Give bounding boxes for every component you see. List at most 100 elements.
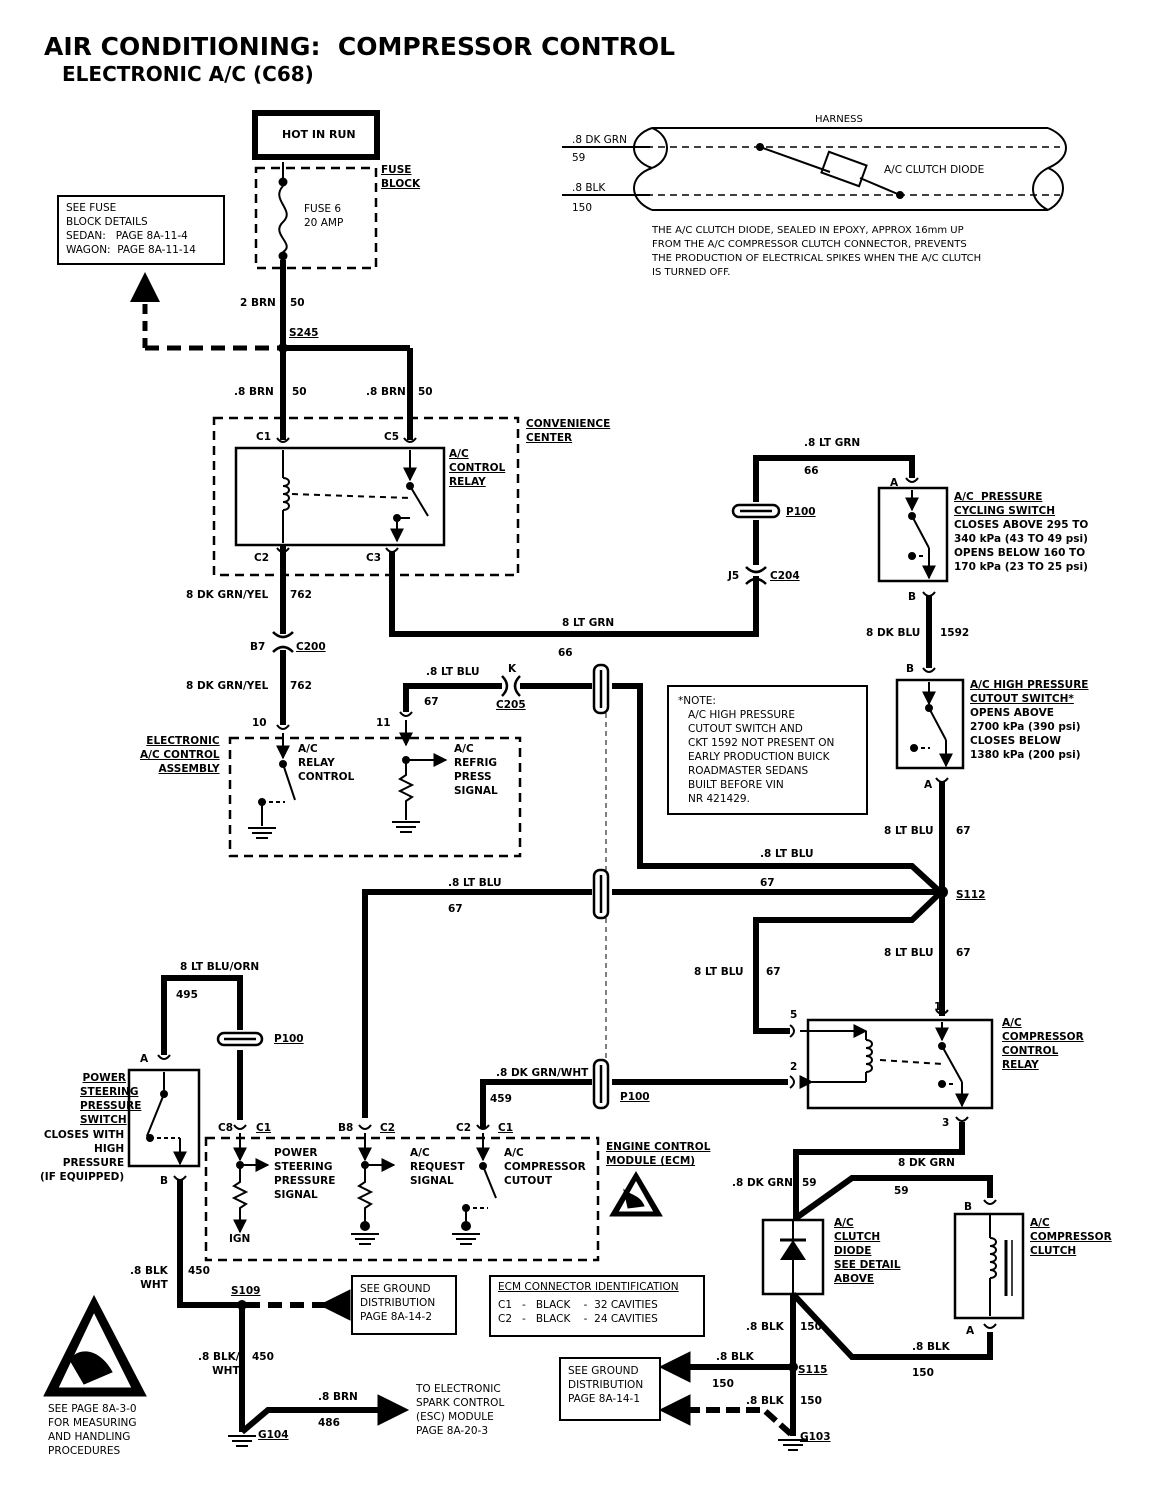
pressure-cycling-switch-internals [905, 477, 936, 597]
wire-c59b: 59 [894, 1185, 909, 1197]
ground-dist-arrows-right [658, 1351, 691, 1426]
c204-connector [745, 566, 767, 585]
g104-label: G104 [258, 1429, 289, 1441]
wire-ltblu-top: .8 LT BLU [426, 666, 480, 678]
pressure-cycling-label: A/C PRESSURE CYCLING SWITCH [954, 491, 1056, 517]
ign-label: IGN [229, 1233, 251, 1245]
wire-c150b: 150 [912, 1367, 934, 1379]
conn-pin2: 2 [790, 1061, 798, 1073]
wire-c66a: 66 [804, 465, 819, 477]
harness-wire2: .8 BLK [572, 182, 606, 194]
fuse-block-label: FUSE BLOCK [381, 164, 421, 190]
lt-blu-67-wires [362, 683, 945, 1118]
wire-c67-left: 67 [766, 966, 781, 978]
s115-splice [788, 1362, 798, 1372]
esd-triangle-small [609, 1171, 663, 1217]
note-box [667, 685, 868, 815]
conn-c1c: C1 [498, 1122, 514, 1134]
conn-c2c: C2 [456, 1122, 472, 1134]
wire-brn8a: .8 BRN [234, 386, 274, 398]
harness-detail [562, 127, 1067, 211]
conn-p100a: P100 [786, 506, 816, 518]
c200-connector [272, 631, 294, 653]
comp-cutout-label: A/C COMPRESSOR CUTOUT [504, 1147, 586, 1187]
wire-c67-r: 67 [956, 825, 971, 837]
esd-warning-large [43, 1294, 147, 1397]
high-pressure-switch-internals [910, 667, 953, 783]
wire-ltblu-s112: 8 LT BLU [884, 947, 934, 959]
conn-c2: C2 [254, 552, 270, 564]
wire-c150d: 150 [800, 1395, 822, 1407]
wire-dkgrnyel1: 8 DK GRN/YEL [186, 589, 269, 601]
pressure-cycling-switch-box [877, 486, 949, 583]
ac-control-relay-box [234, 446, 446, 547]
conn-b1: B [908, 591, 917, 603]
wire-ltgrn1: .8 LT GRN [804, 437, 861, 449]
wire-ltblu-mid: .8 LT BLU [760, 848, 814, 860]
conn-a3: A [140, 1053, 149, 1065]
fuse-6-label: FUSE 6 20 AMP [304, 203, 344, 229]
p100-vertical-connectors [592, 663, 610, 1110]
wire-ltblu-r: 8 LT BLU [884, 825, 934, 837]
convenience-center-label: CONVENIENCE CENTER [526, 418, 611, 444]
esc-text: TO ELECTRONIC SPARK CONTROL (ESC) MODULE… [416, 1383, 505, 1437]
ps-switch-label: POWER STEERING PRESSURE SWITCH [80, 1072, 142, 1126]
wire-ltbluorn: 8 LT BLU/ORN [180, 961, 260, 973]
wire-brn2: 2 BRN [240, 297, 276, 309]
wire-blkwht2: .8 BLK WHT [130, 1265, 168, 1291]
harness-label: HARNESS [815, 114, 863, 125]
brn-486-wire [240, 1407, 380, 1435]
ecm-id-title: ECM CONNECTOR IDENTIFICATION [498, 1281, 679, 1293]
wire-dkgrnyel2: 8 DK GRN/YEL [186, 680, 269, 692]
high-pressure-desc: OPENS ABOVE 2700 kPa (390 psi) CLOSES BE… [970, 707, 1081, 761]
blk-wht-450-wires [177, 1180, 330, 1432]
compressor-control-relay-internals [789, 1009, 969, 1122]
lt-blu-orn-495-wire [161, 975, 243, 1120]
conn-b8: B8 [338, 1122, 354, 1134]
conn-k: K [508, 663, 517, 675]
conn-c3: C3 [366, 552, 382, 564]
conn-b7: B7 [250, 641, 266, 653]
eacca-box [228, 736, 522, 858]
conn-pin11: 11 [376, 717, 391, 729]
conn-c8: C8 [218, 1122, 234, 1134]
wire-c50a: 50 [290, 297, 305, 309]
conn-pin3: 3 [942, 1117, 950, 1129]
wire-brn-bot: .8 BRN [318, 1391, 358, 1403]
s245-splice [278, 343, 288, 353]
comp-clutch-label: A/C COMPRESSOR CLUTCH [1030, 1217, 1112, 1257]
note-text: *NOTE: A/C HIGH PRESSURE CUTOUT SWITCH A… [678, 695, 835, 805]
eacca-label: ELECTRONIC A/C CONTROL ASSEMBLY [140, 735, 220, 775]
relay-control-label: A/C RELAY CONTROL [298, 743, 355, 783]
ps-switch-desc: CLOSES WITH HIGH PRESSURE (IF EQUIPPED) [40, 1129, 125, 1183]
s109-label: S109 [231, 1285, 261, 1297]
wire-c67-s112: 67 [956, 947, 971, 959]
s245-label: S245 [289, 327, 319, 339]
wire-c450: 450 [252, 1351, 274, 1363]
wire-blk-d: .8 BLK [746, 1395, 784, 1407]
hot-in-run-box [252, 110, 380, 160]
conn-a4: A [966, 1325, 975, 1337]
conn-c205: C205 [496, 699, 526, 711]
hot-in-run-label: HOT IN RUN [282, 128, 356, 141]
esd-note-text: SEE PAGE 8A-3-0 FOR MEASURING AND HANDLI… [48, 1403, 137, 1457]
conn-b4: B [964, 1201, 973, 1213]
ps-switch-box [127, 1068, 201, 1168]
ps-switch-internals [146, 1054, 187, 1181]
wire-c459: 459 [490, 1093, 512, 1105]
high-pressure-label: A/C HIGH PRESSURE CUTOUT SWITCH* [970, 679, 1089, 705]
ground-dist-2-box [559, 1357, 661, 1421]
conn-p100c: P100 [274, 1033, 304, 1045]
compressor-clutch-internals [983, 1199, 1013, 1329]
ecm-box [204, 1136, 600, 1262]
fuse-6 [278, 162, 288, 261]
harness-note: THE A/C CLUTCH DIODE, SEALED IN EPOXY, A… [652, 225, 982, 278]
wire-blkwht: .8 BLK/ WHT [198, 1351, 240, 1377]
wire-c50c: 50 [418, 386, 433, 398]
wire-c486: 486 [318, 1417, 340, 1429]
s115-label: S115 [798, 1364, 828, 1376]
brn-50-wires [280, 260, 413, 440]
conn-b3: B [160, 1175, 169, 1187]
ecm-connector-id-box [489, 1275, 705, 1337]
ground-dist-arrow-left [318, 1289, 351, 1321]
